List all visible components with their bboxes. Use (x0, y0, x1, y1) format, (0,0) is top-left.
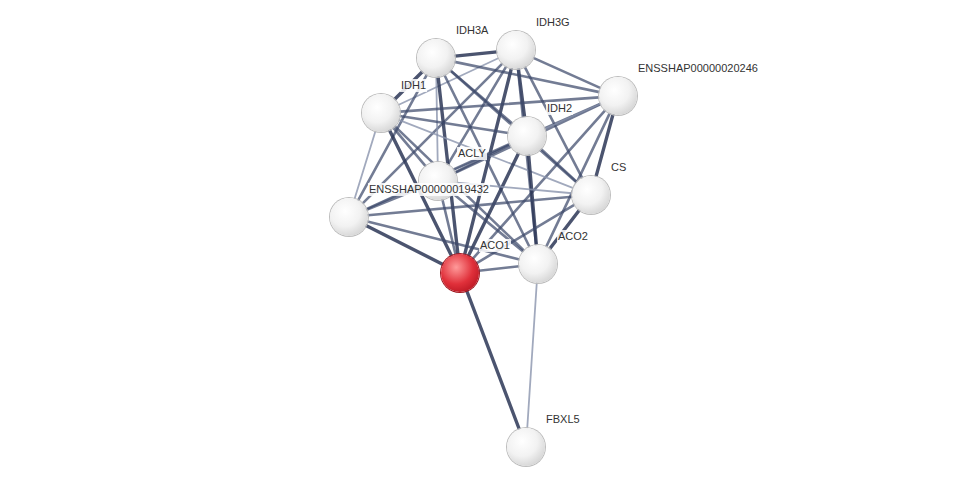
interaction-edge (518, 69, 536, 245)
protein-label: ENSSHAP00000019432 (368, 183, 490, 196)
protein-node: CS (572, 176, 610, 214)
protein-sphere (362, 94, 400, 132)
protein-sphere (508, 117, 546, 155)
protein-label: IDH1 (400, 79, 427, 92)
protein-label: ACLY (457, 147, 487, 160)
protein-node: ACO2 (519, 245, 557, 283)
protein-label: ACO1 (479, 239, 511, 252)
protein-sphere (599, 77, 637, 115)
protein-sphere (441, 254, 479, 292)
interaction-edge (400, 116, 508, 133)
interaction-edge (467, 291, 520, 429)
protein-label: FBXL5 (545, 413, 581, 426)
protein-node: ENSSHAP00000019432 (330, 198, 368, 236)
interaction-edge (533, 58, 600, 88)
protein-node: IDH3G (497, 31, 535, 69)
interaction-edge (541, 149, 577, 182)
interaction-edge (546, 113, 610, 247)
protein-node: IDH1 (362, 94, 400, 132)
protein-label: IDH2 (546, 102, 573, 115)
protein-node: ENSSHAP00000020246 (599, 77, 637, 115)
protein-sphere (572, 176, 610, 214)
protein-label: CS (610, 161, 627, 174)
interaction-edge (455, 52, 497, 56)
protein-label: ENSSHAP00000020246 (637, 62, 759, 75)
protein-label: IDH3G (535, 16, 571, 29)
protein-label: ACO2 (557, 230, 589, 243)
protein-sphere (330, 198, 368, 236)
protein-node: IDH3A (417, 39, 455, 77)
protein-sphere (497, 31, 535, 69)
interaction-edge (366, 144, 509, 209)
interaction-edge (479, 266, 519, 271)
protein-label: IDH3A (455, 24, 489, 37)
interaction-edge (455, 62, 600, 92)
protein-sphere (417, 39, 455, 77)
protein-node: IDH2 (508, 117, 546, 155)
interaction-edge (436, 77, 437, 162)
protein-node: ACO1 (441, 254, 479, 292)
interaction-edge (368, 197, 572, 216)
protein-node: FBXL5 (507, 428, 545, 466)
protein-sphere (507, 428, 545, 466)
interaction-edge (366, 226, 443, 265)
protein-sphere (519, 245, 557, 283)
interaction-edge (527, 283, 537, 428)
interaction-edge (367, 222, 519, 260)
